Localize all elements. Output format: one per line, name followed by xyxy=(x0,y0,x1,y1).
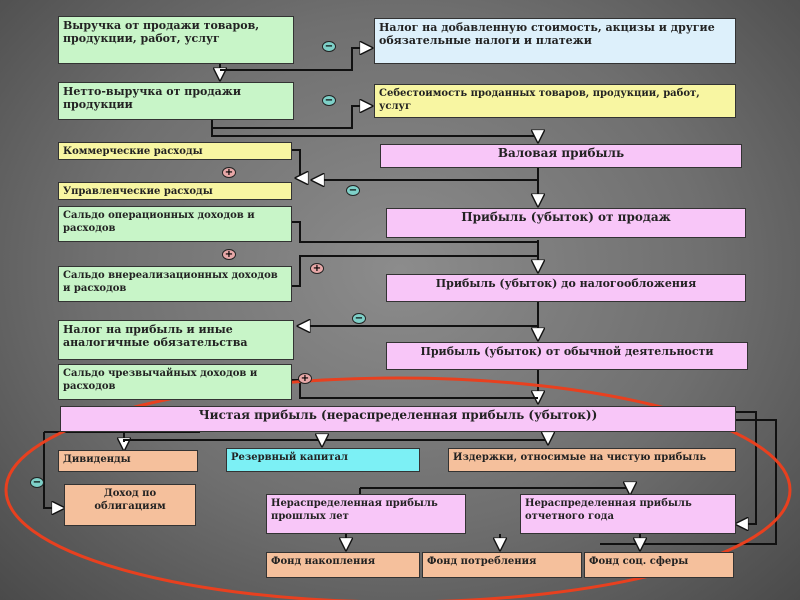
minus-sign-icon: − xyxy=(322,95,336,106)
box-fund-accumulation: Фонд накопления xyxy=(266,552,420,578)
box-extraordinary-balance: Сальдо чрезвычайных доходов и расходов xyxy=(58,364,292,400)
box-income-tax: Налог на прибыль и иные аналогичные обяз… xyxy=(58,320,294,360)
box-net-revenue: Нетто-выручка от продажи продукции xyxy=(58,82,294,120)
box-retained-prior: Нераспределенная прибыль прошлых лет xyxy=(266,494,466,534)
box-dividends: Дивиденды xyxy=(58,450,198,472)
box-sales-profit: Прибыль (убыток) от продаж xyxy=(386,208,746,238)
box-ordinary-profit: Прибыль (убыток) от обычной деятельности xyxy=(386,342,748,370)
plus-sign-icon: + xyxy=(222,167,236,178)
box-net-profit-costs: Издержки, относимые на чистую прибыль xyxy=(448,448,736,472)
box-operating-balance: Сальдо операционных доходов и расходов xyxy=(58,206,292,242)
highlight-ellipse xyxy=(4,376,792,600)
plus-sign-icon: + xyxy=(298,373,312,384)
box-pretax-profit: Прибыль (убыток) до налогообложения xyxy=(386,274,746,302)
box-cost: Себестоимость проданных товаров, продукц… xyxy=(374,84,736,118)
minus-sign-icon: − xyxy=(322,41,336,52)
minus-sign-icon: − xyxy=(346,185,360,196)
box-vat: Налог на добавленную стоимость, акцизы и… xyxy=(374,18,736,64)
box-revenue: Выручка от продажи товаров, продукции, р… xyxy=(58,16,294,64)
minus-sign-icon: − xyxy=(30,477,44,488)
box-retained-current: Нераспределенная прибыль отчетного года xyxy=(520,494,736,534)
box-net-profit: Чистая прибыль (нераспределенная прибыль… xyxy=(60,406,736,432)
box-fund-consumption: Фонд потребления xyxy=(422,552,582,578)
plus-sign-icon: + xyxy=(310,263,324,274)
plus-sign-icon: + xyxy=(222,249,236,260)
box-fund-social: Фонд соц. сферы xyxy=(584,552,734,578)
box-commercial: Коммерческие расходы xyxy=(58,142,292,160)
box-bond-income: Доход по облигациям xyxy=(64,484,196,526)
box-admin: Управленческие расходы xyxy=(58,182,292,200)
box-gross-profit: Валовая прибыль xyxy=(380,144,742,168)
minus-sign-icon: − xyxy=(352,313,366,324)
box-reserve: Резервный капитал xyxy=(226,448,420,472)
box-nonoperating-balance: Сальдо внереализационных доходов и расхо… xyxy=(58,266,292,302)
